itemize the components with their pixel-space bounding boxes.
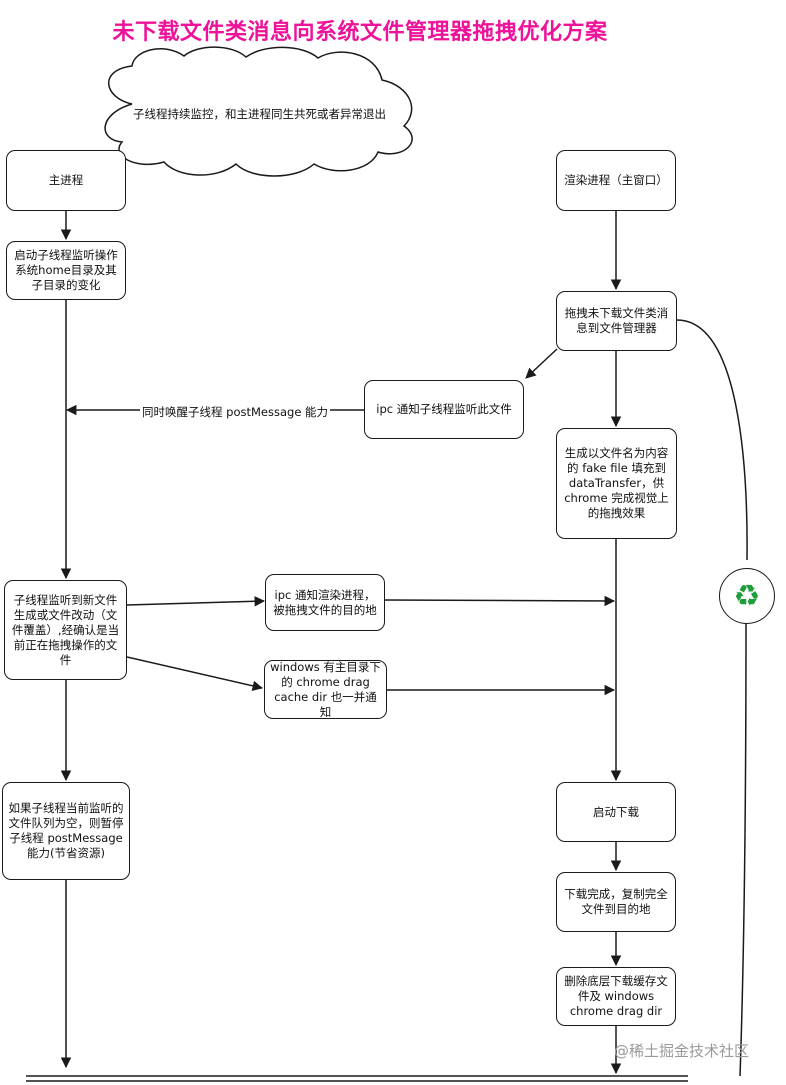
edge-detect-to-ipc-render [126,596,266,607]
recycle-icon: ♻ [719,568,775,624]
node-drag-message: 拖拽未下载文件类消息到文件管理器 [556,291,677,351]
diagram-title: 未下载文件类消息向系统文件管理器拖拽优化方案 [112,20,608,45]
node-download-done: 下载完成，复制完全文件到目的地 [556,872,676,932]
cloud-shape [104,46,413,177]
node-thread-detect: 子线程监听到新文件生成或文件改动（文件覆盖）,经确认是当前正在拖拽操作的文件 [4,580,127,680]
node-start-download: 启动下载 [556,782,676,842]
node-fake-file: 生成以文件名为内容的 fake file 填充到 dataTransfer，供 … [556,428,677,539]
node-ipc-notify-renderer: ipc 通知渲染进程，被拖拽文件的目的地 [265,574,385,631]
node-start-thread: 启动子线程监听操作系统home目录及其子目录的变化 [6,241,126,300]
edge-recycle-to-bottom [739,621,747,1077]
node-delete-cache: 删除底层下载缓存文件及 windows chrome drag dir [556,967,676,1026]
edge-drag-to-recycle [676,319,748,561]
cloud-note: 子线程持续监控，和主进程同生共死或者异常退出 [133,107,386,121]
node-renderer: 渲染进程（主窗口） [556,150,676,211]
node-windows-drag-cache: windows 有主目录下的 chrome drag cache dir 也一并… [264,660,387,719]
node-pause-thread: 如果子线程当前监听的文件队列为空，则暂停子线程 postMessage 能力(节… [2,782,130,880]
edge-ipc-render-to-right [384,595,616,607]
edge-drag-to-ipc [525,348,558,379]
node-ipc-notify-thread: ipc 通知子线程监听此文件 [364,380,524,439]
edge-label-wakeup: 同时唤醒子线程 postMessage 能力 [140,404,331,420]
edge-detect-to-windows [126,656,264,692]
watermark: @稀土掘金技术社区 [614,1042,750,1060]
node-main-process: 主进程 [6,150,126,211]
